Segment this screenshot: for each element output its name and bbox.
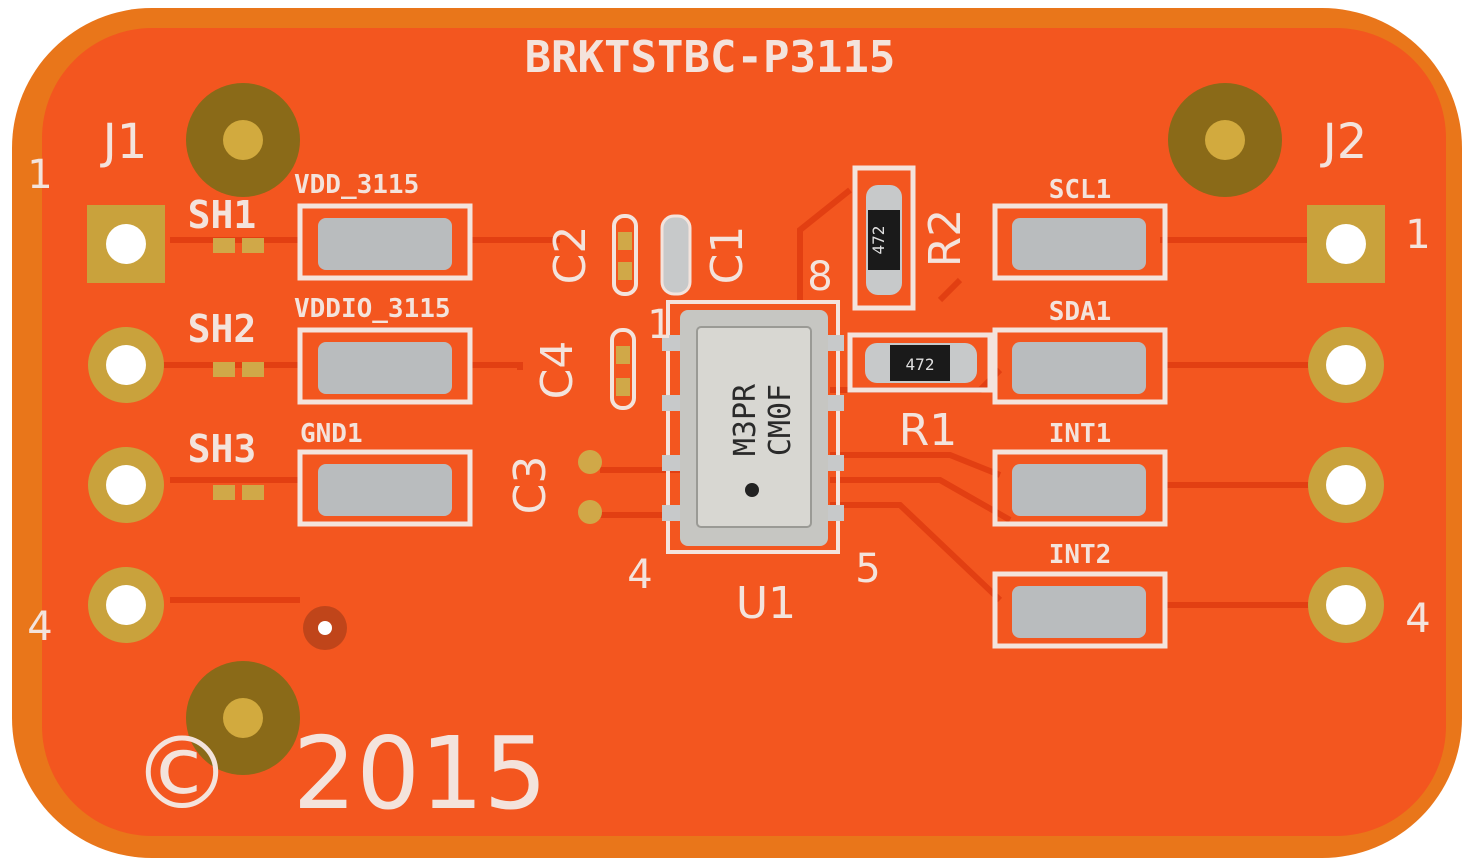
resistor-r1: 472 (847, 332, 993, 393)
right-pad-label-3: INT1 (1049, 419, 1112, 449)
capacitor-pads (578, 214, 692, 524)
resistor-label-r1: R1 (899, 405, 958, 456)
left-pad-label-2: VDDIO_3115 (294, 294, 451, 324)
left-pad-label-3: GND1 (300, 419, 363, 449)
ic-marking-line2: CM0F (763, 384, 798, 456)
board-title: BRKTSTBC-P3115 (525, 32, 896, 83)
shunt-label-3: SH3 (188, 427, 257, 471)
copyright-symbol: © (132, 715, 232, 832)
resistor-label-r2: R2 (920, 209, 971, 268)
shunt-label-2: SH2 (188, 307, 257, 351)
capacitor-label-c4: C4 (532, 341, 583, 400)
j1-pins (87, 205, 165, 643)
r2-marking: 472 (869, 226, 888, 255)
capacitor-label-c3: C3 (505, 456, 556, 515)
left-pad-label-1: VDD_3115 (294, 170, 419, 200)
mounting-hole-bottom-left (186, 661, 300, 775)
j1-pin-last: 4 (27, 604, 52, 650)
shunt-pads (213, 238, 264, 500)
ic-marking-line1: M3PR (728, 383, 763, 456)
j2-pins (1307, 205, 1385, 643)
mounting-hole-top-left (186, 83, 300, 197)
capacitor-label-c1: C1 (702, 226, 753, 285)
right-test-pads (992, 203, 1168, 649)
ic-pin-8: 8 (807, 254, 832, 300)
mounting-hole-top-right (1168, 83, 1282, 197)
resistor-r2: 472 (852, 165, 916, 311)
ic-pin-4: 4 (627, 552, 652, 598)
ic-pin-1: 1 (647, 302, 672, 348)
copyright-year: 2015 (293, 715, 548, 832)
shunt-label-1: SH1 (188, 193, 257, 237)
ic-u1: M3PR CM0F (662, 300, 844, 554)
ic-label-u1: U1 (736, 578, 796, 629)
ic-pin-5: 5 (855, 546, 880, 592)
right-pad-label-4: INT2 (1049, 540, 1112, 570)
j2-label: J2 (1320, 114, 1368, 170)
capacitor-label-c2: C2 (545, 226, 596, 285)
right-pad-label-1: SCL1 (1049, 175, 1112, 205)
j2-pin-first: 1 (1405, 212, 1430, 258)
left-test-pads (297, 203, 473, 527)
right-pad-label-2: SDA1 (1049, 297, 1112, 327)
j1-pin-first: 1 (27, 152, 52, 198)
j1-label: J1 (100, 114, 148, 170)
j2-pin-last: 4 (1405, 596, 1430, 642)
r1-marking: 472 (906, 355, 935, 374)
